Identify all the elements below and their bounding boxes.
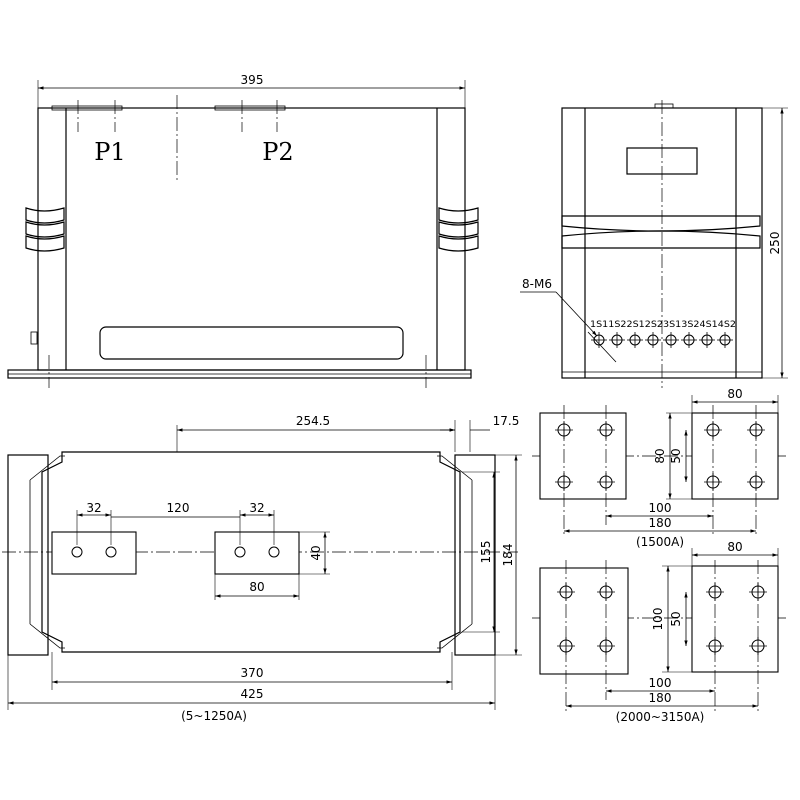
terminal-detail-1500a: 80 80 50 100 180 (1500A) — [532, 387, 786, 549]
caption-1500a: (1500A) — [636, 535, 684, 549]
right-insulator-ribs — [438, 207, 479, 252]
terminal-plate-1500-right — [691, 412, 779, 500]
dim-1500-80-h: 80 — [653, 448, 667, 463]
front-view: 395 P1 P2 — [7, 73, 479, 388]
dim-254: 254.5 — [296, 414, 330, 428]
dim-1500-80-w: 80 — [727, 387, 742, 401]
dim-1500-50: 50 — [669, 448, 683, 463]
dim-2000-100-h: 100 — [651, 608, 665, 631]
side-view: 250 8-M6 1S11S22S12S23S13S24S14S2 — [520, 100, 788, 388]
dim-32-right: 32 — [249, 501, 264, 515]
dim-32-left: 32 — [86, 501, 101, 515]
dim-2000-180: 180 — [649, 691, 672, 705]
dim-155: 155 — [479, 541, 493, 564]
screw-leader — [555, 291, 598, 337]
nameplate-slot — [99, 326, 404, 360]
height-dimension: 250 — [768, 232, 782, 255]
left-flange — [7, 454, 49, 656]
terminal-detail-2000a: 80 100 50 100 180 (2000~3150A) — [532, 540, 786, 724]
dim-2000-50: 50 — [669, 611, 683, 626]
terminal-labels: 1S11S22S12S23S13S24S14S2 — [590, 320, 736, 330]
terminal-plate-2000-left — [539, 567, 629, 675]
plan-caption: (5~1250A) — [181, 709, 247, 723]
primary-label-p2: P2 — [262, 138, 293, 166]
dim-184: 184 — [501, 544, 515, 567]
dim-17: 17.5 — [493, 414, 520, 428]
width-dimension: 395 — [241, 73, 264, 87]
terminal-p2 — [214, 531, 300, 575]
dim-120: 120 — [167, 501, 190, 515]
dim-2000-100: 100 — [649, 676, 672, 690]
terminal-p1 — [51, 531, 137, 575]
dim-1500-180: 180 — [649, 516, 672, 530]
left-insulator-ribs — [25, 207, 65, 252]
terminal-plate-1500-left — [539, 412, 627, 500]
ground-terminal — [30, 331, 38, 345]
side-rib-upper — [561, 215, 761, 232]
dim-40: 40 — [309, 545, 323, 560]
plan-body-outline — [41, 451, 461, 653]
dim-1500-100: 100 — [649, 501, 672, 515]
dim-2000-80-w: 80 — [727, 540, 742, 554]
screw-label: 8-M6 — [522, 277, 552, 291]
dim-370: 370 — [241, 666, 264, 680]
side-rib-lower — [561, 230, 761, 249]
plan-view: 254.5 17.5 32 32 120 40 80 155 — [2, 414, 522, 723]
dim-425: 425 — [241, 687, 264, 701]
caption-2000a: (2000~3150A) — [616, 710, 705, 724]
primary-label-p1: P1 — [94, 138, 125, 166]
terminal-plate-2000-right — [691, 565, 779, 673]
dim-80: 80 — [249, 580, 264, 594]
secondary-terminals — [591, 332, 733, 348]
